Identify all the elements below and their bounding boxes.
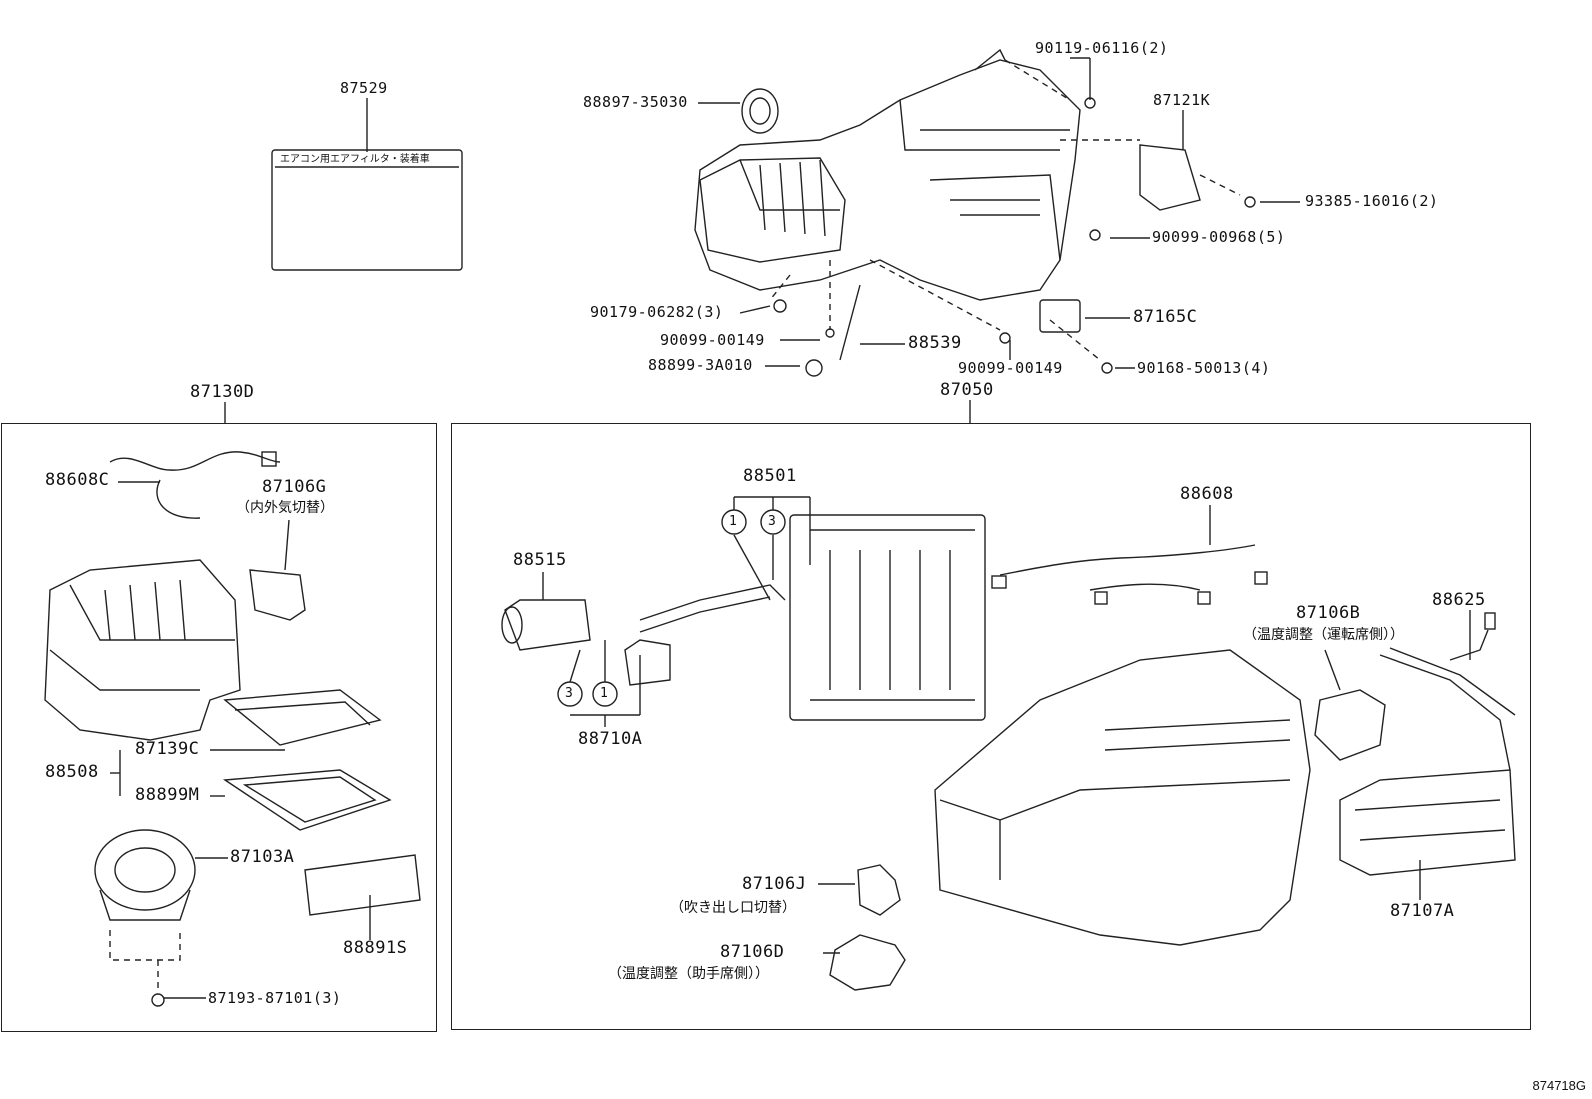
part-label-87103A[interactable]: 87103A	[230, 847, 295, 867]
desc-87106D: （温度調整（助手席側））	[608, 966, 769, 982]
blower-case-drawing	[44, 451, 421, 1007]
desc-87106G: （内外気切替）	[236, 500, 334, 516]
part-label-90168-50013[interactable]: 90168-50013(4)	[1137, 359, 1271, 377]
hvac-unit-assembly-top	[694, 48, 1256, 377]
part-label-88608C[interactable]: 88608C	[45, 470, 110, 490]
circle-ref-3a: 3	[768, 514, 777, 529]
part-label-88515[interactable]: 88515	[513, 550, 567, 570]
catalog-number: 874718G	[1532, 1078, 1587, 1093]
part-label-87106G[interactable]: 87106G	[262, 477, 327, 497]
part-label-88539[interactable]: 88539	[908, 333, 962, 353]
part-label-87107A[interactable]: 87107A	[1390, 901, 1455, 921]
circle-ref-1a: 1	[729, 514, 738, 529]
part-label-88508[interactable]: 88508	[45, 762, 99, 782]
part-label-87121K[interactable]: 87121K	[1153, 91, 1211, 109]
circle-ref-1b: 1	[600, 686, 609, 701]
part-label-90099-00968[interactable]: 90099-00968(5)	[1152, 228, 1286, 246]
part-label-88897-35030[interactable]: 88897-35030	[583, 93, 688, 111]
part-label-87529[interactable]: 87529	[340, 79, 388, 97]
desc-87106J: （吹き出し口切替）	[670, 900, 796, 916]
caution-label-shape	[271, 149, 463, 271]
part-label-87050[interactable]: 87050	[940, 380, 994, 400]
part-label-88625[interactable]: 88625	[1432, 590, 1486, 610]
part-label-87130D[interactable]: 87130D	[190, 382, 255, 402]
part-label-88501[interactable]: 88501	[743, 466, 797, 486]
part-label-88899M[interactable]: 88899M	[135, 785, 200, 805]
circle-ref-3b: 3	[565, 686, 574, 701]
hvac-components-drawing	[501, 496, 1516, 991]
part-label-87193-87101[interactable]: 87193-87101(3)	[208, 989, 342, 1007]
leader-lines-top	[224, 57, 1300, 423]
part-label-88608[interactable]: 88608	[1180, 484, 1234, 504]
part-label-87139C[interactable]: 87139C	[135, 739, 200, 759]
part-label-93385-16016[interactable]: 93385-16016(2)	[1305, 192, 1439, 210]
dashed-guides-top	[769, 59, 1241, 361]
caution-tag-text: エアコン用エアフィルタ・装着車	[280, 154, 430, 165]
desc-87106B: （温度調整（運転席側））	[1243, 627, 1404, 643]
part-label-87165C[interactable]: 87165C	[1133, 307, 1198, 327]
group-box-87050	[451, 423, 1531, 1030]
part-label-87106D[interactable]: 87106D	[720, 942, 785, 962]
group-box-87130D	[1, 423, 437, 1032]
part-label-90099-00149-a[interactable]: 90099-00149	[660, 331, 765, 349]
circled-refs	[557, 509, 786, 707]
part-label-90179-06282[interactable]: 90179-06282(3)	[590, 303, 724, 321]
part-label-90099-00149-b[interactable]: 90099-00149	[958, 359, 1063, 377]
part-label-87106J[interactable]: 87106J	[742, 874, 807, 894]
part-label-90119-06116[interactable]: 90119-06116(2)	[1035, 39, 1169, 57]
part-label-88891S[interactable]: 88891S	[343, 938, 408, 958]
part-label-88710A[interactable]: 88710A	[578, 729, 643, 749]
part-label-87106B[interactable]: 87106B	[1296, 603, 1361, 623]
part-label-88899-3A010[interactable]: 88899-3A010	[648, 356, 753, 374]
